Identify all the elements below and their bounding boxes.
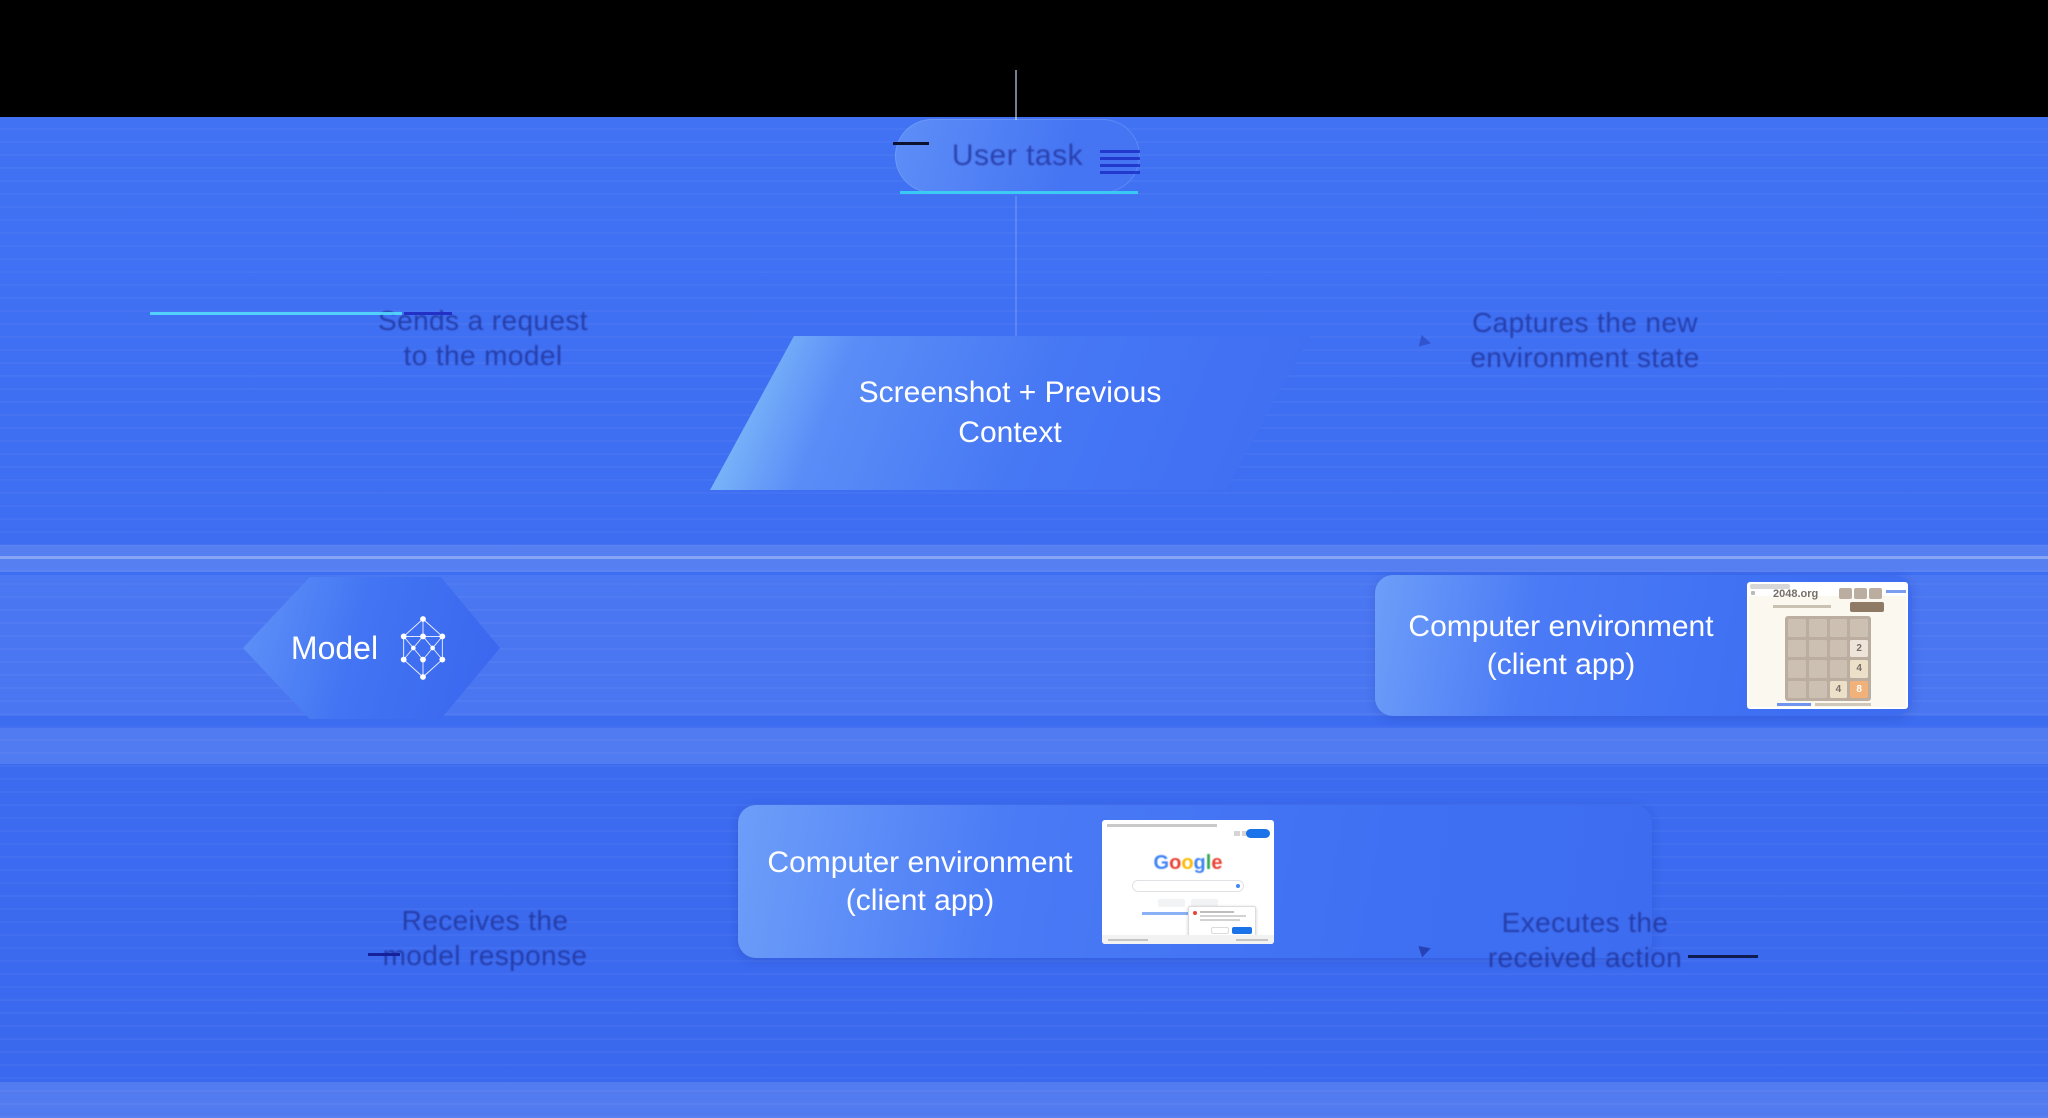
top-letterbox [0, 0, 2048, 117]
tile [1808, 660, 1827, 678]
tile [1829, 639, 1848, 657]
streak-artifact [368, 953, 400, 956]
footer-link-blur [1777, 703, 1811, 706]
pill-cyan-streak [900, 191, 1138, 194]
google-logo: Google [1153, 851, 1223, 874]
env-right-label: Computer environment (client app) [1375, 608, 1747, 684]
neural-network-icon [400, 616, 446, 680]
tile [1788, 660, 1806, 678]
address-bar-blur [1107, 823, 1217, 827]
score-boxes [1839, 588, 1882, 599]
sign-in-button-blur [1246, 828, 1270, 838]
tile [1808, 619, 1827, 637]
model-label: Model [290, 629, 379, 666]
animation-band [0, 556, 2048, 559]
google-screenshot-thumbnail: Google [1102, 819, 1274, 944]
tile [1788, 680, 1806, 698]
tile [1788, 639, 1806, 657]
apps-icon-blur [1234, 830, 1240, 836]
step-label-execute-action: Executes the received action [1487, 907, 1683, 973]
pill-parallelogram-connector [1015, 196, 1017, 336]
env-card-right: Computer environment (client app) 2048.o… [1375, 575, 1912, 716]
animation-band [0, 728, 2048, 764]
step-label-receive-response: Receives the model response [382, 905, 588, 971]
tile [1808, 639, 1827, 657]
env-card-bottom: Computer environment (client app) Google [738, 805, 1652, 958]
tile [1829, 619, 1848, 637]
screenshot-context-label: Screenshot + Previous Context [859, 373, 1162, 453]
search-icon-dot [1236, 883, 1240, 888]
apps-icon-blur [1242, 830, 1248, 836]
footer-text-blur [1815, 703, 1871, 706]
streak-artifact [404, 312, 452, 315]
step-label-capture-state: Captures the new environment state [1470, 307, 1700, 373]
2048-site-title: 2048.org [1773, 588, 1819, 600]
browser-tab [1750, 584, 1790, 589]
tile: 8 [1850, 680, 1868, 698]
header-link-blur [1886, 590, 1906, 593]
step-label-send-request: Sends a request to the model [378, 305, 588, 371]
tile [1850, 619, 1868, 637]
pill-connector-line [1015, 70, 1017, 120]
animation-band [0, 1082, 2048, 1118]
search-button-blur [1158, 898, 1185, 907]
tagline-blur [1773, 605, 1831, 608]
dialog-primary-button-blur [1232, 926, 1252, 934]
favicon-dot [1751, 591, 1755, 595]
env-bottom-label: Computer environment (client app) [738, 844, 1102, 920]
tile: 4 [1850, 660, 1868, 678]
search-bar-blur [1132, 879, 1244, 892]
user-task-label: User task [951, 139, 1084, 172]
screenshot-context-parallelogram: Screenshot + Previous Context [710, 336, 1310, 490]
tile [1829, 660, 1848, 678]
tile: 2 [1850, 639, 1868, 657]
context-line1: Screenshot + Previous [858, 376, 1162, 409]
2048-screenshot-thumbnail: 2048.org 2 4 4 [1747, 582, 1908, 709]
user-task-pill: User task [895, 119, 1140, 193]
motion-lines-artifact [1100, 150, 1140, 176]
tile: 4 [1829, 680, 1848, 698]
lucky-button-blur [1191, 898, 1218, 907]
tile [1808, 680, 1827, 698]
env-right-line1: Computer environment [1408, 609, 1714, 643]
footer-bar [1102, 934, 1274, 944]
new-game-button-blur [1850, 602, 1884, 612]
env-right-line2: (client app) [1486, 647, 1636, 681]
env-bottom-line2: (client app) [845, 883, 995, 917]
dialog-secondary-button-blur [1211, 926, 1229, 934]
streak-artifact [893, 142, 929, 145]
cookie-dialog-blur [1188, 905, 1256, 938]
tile [1788, 619, 1806, 637]
animation-band [0, 545, 2048, 572]
env-bottom-line1: Computer environment [767, 845, 1073, 879]
streak-artifact [150, 312, 402, 315]
2048-board: 2 4 4 8 [1785, 616, 1871, 701]
context-line2: Context [958, 416, 1062, 449]
streak-artifact [1688, 955, 1758, 958]
